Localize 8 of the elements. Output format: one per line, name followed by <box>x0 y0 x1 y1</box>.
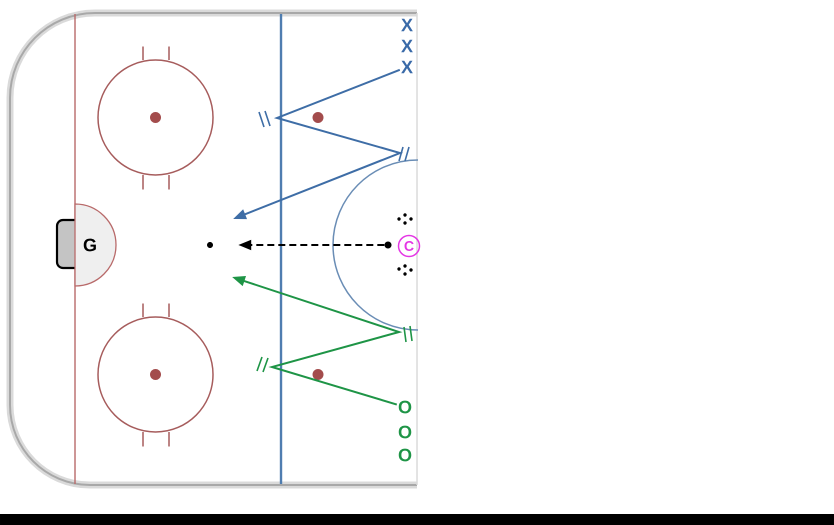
goal-crease: G <box>74 203 117 287</box>
player-marker: X <box>401 60 413 74</box>
player-marker: O <box>398 448 412 462</box>
player-marker: X <box>401 18 413 32</box>
player-marker: X <box>401 40 413 52</box>
player-marker: O <box>398 400 412 414</box>
player-marker: O <box>398 426 412 438</box>
puck-dot <box>384 242 392 248</box>
